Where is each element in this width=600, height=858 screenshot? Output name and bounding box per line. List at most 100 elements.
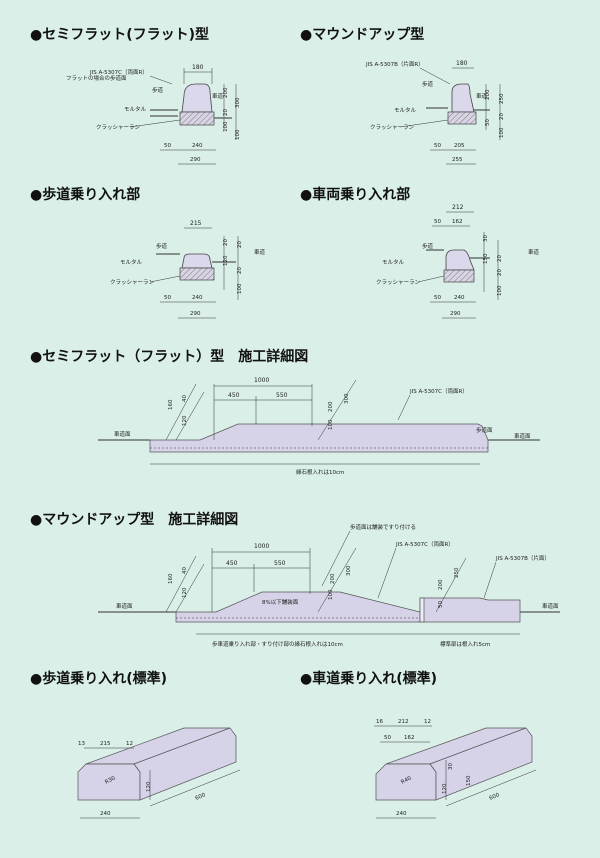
dim-50-h: 50 bbox=[384, 735, 391, 741]
dim-100-d: 100 bbox=[237, 283, 243, 294]
mound-up-slab bbox=[175, 591, 421, 623]
dim-250-c: 250 bbox=[454, 567, 460, 578]
detail-note-b: 標準部は根入れ5cm bbox=[440, 640, 490, 648]
roadway-label-a: 車道 bbox=[212, 92, 224, 100]
semi-flat-curb bbox=[181, 83, 213, 113]
dim-120-d: 120 bbox=[146, 781, 152, 792]
dim-100-c: 100 bbox=[499, 127, 505, 138]
dim-1000-a: 1000 bbox=[254, 377, 269, 384]
dim-12-a: 12 bbox=[126, 741, 133, 747]
dim-215-b: 215 bbox=[100, 741, 111, 747]
sidewalk-block-side bbox=[133, 727, 237, 801]
dim-50-e: 50 bbox=[434, 219, 441, 225]
r40-label: R40 bbox=[400, 775, 413, 786]
dim-50-b: 50 bbox=[485, 119, 491, 126]
mound-up-curb bbox=[451, 83, 475, 113]
crusher-run-label-d: クラッシャーラン bbox=[376, 279, 421, 286]
dim-150-a: 150 bbox=[483, 253, 489, 264]
dim-300-a: 300 bbox=[235, 97, 241, 108]
dim-300-c: 300 bbox=[346, 565, 352, 576]
sidewalk-entry-curb bbox=[181, 253, 213, 269]
dim-50-g: 50 bbox=[438, 601, 444, 608]
mortar-label-c: モルタル bbox=[120, 258, 143, 266]
dim-180-a: 180 bbox=[192, 64, 204, 71]
dim-200-c: 200 bbox=[328, 401, 334, 412]
crusher-run-label-c: クラッシャーラン bbox=[110, 279, 155, 286]
dim-205: 205 bbox=[454, 143, 465, 149]
mound-up-side-slab bbox=[419, 597, 521, 623]
dim-100-a: 100 bbox=[223, 121, 229, 132]
dim-13-a: 13 bbox=[78, 741, 85, 747]
dim-150-b: 150 bbox=[466, 775, 472, 786]
dim-450-b: 450 bbox=[226, 560, 238, 567]
semi-flat-section: 180 JIS A-5307C（両面R） フラットの場合の歩道面 歩道 車道 モ… bbox=[66, 64, 241, 165]
dim-20-g: 20 bbox=[497, 269, 503, 276]
sidewalk-label-b: 歩道 bbox=[422, 80, 434, 88]
dim-550-b: 550 bbox=[274, 560, 286, 567]
dim-240-d: 240 bbox=[100, 811, 111, 817]
sidewalk-label-c: 歩道 bbox=[156, 242, 168, 250]
dim-40-a: 40 bbox=[182, 395, 188, 402]
road-surface-a: 車道面 bbox=[114, 430, 131, 438]
dim-120-a: 120 bbox=[223, 255, 229, 266]
dim-40-b: 40 bbox=[182, 567, 188, 574]
crusher-run-label-b: クラッシャーラン bbox=[370, 124, 415, 131]
dim-240-a: 240 bbox=[192, 143, 203, 149]
jis-b-label-b: JIS A-5307B（片面） bbox=[495, 554, 550, 562]
dim-162-b: 162 bbox=[404, 735, 415, 741]
dim-20-d: 20 bbox=[237, 241, 243, 248]
title-semi-flat-detail: ●セミフラット（フラット）型 施工詳細図 bbox=[30, 349, 309, 365]
jis-c-label-b: JIS A-5307C（両面R） bbox=[409, 388, 468, 395]
roadway-label-c: 車道 bbox=[254, 248, 266, 256]
roadway-label-b: 車道 bbox=[476, 92, 488, 100]
dim-250-b: 250 bbox=[499, 93, 505, 104]
dim-215: 215 bbox=[190, 220, 202, 227]
dim-50-f: 50 bbox=[434, 295, 441, 301]
mound-up-section: 180 JIS A-5307B（片面R） 歩道 車道 モルタル クラッシャーラン… bbox=[365, 60, 505, 165]
dim-160-a: 160 bbox=[168, 399, 174, 410]
dim-120-c: 120 bbox=[182, 587, 188, 598]
dim-212-a: 212 bbox=[452, 204, 464, 211]
title-vehicle-entry-std: ●車道乗り入れ(標準) bbox=[300, 671, 438, 687]
dim-100-g: 100 bbox=[328, 589, 334, 600]
vehicle-entry-section: 212 50 162 歩道 車道 モルタル クラッシャーラン 30 150 20… bbox=[376, 204, 540, 319]
jis-b-label-a: JIS A-5307B（片面R） bbox=[365, 60, 424, 68]
title-semi-flat: ●セミフラット(フラット)型 bbox=[30, 27, 210, 43]
paving-note: 歩道面は舗装ですり付ける bbox=[350, 523, 416, 531]
dim-100-f: 100 bbox=[328, 419, 334, 430]
jis-c-label-c: JIS A-5307C（両面R） bbox=[395, 541, 454, 548]
dim-120-e: 120 bbox=[442, 783, 448, 794]
crusher-run-label-a: クラッシャーラン bbox=[96, 124, 141, 131]
dim-240-b: 240 bbox=[192, 295, 203, 301]
detail-note-a: 歩車道乗り入れ部・すり付け部の縁石根入れは10cm bbox=[212, 640, 343, 648]
road-surface-b: 車道面 bbox=[514, 432, 531, 440]
mortar-label-d: モルタル bbox=[382, 258, 405, 266]
dim-50-c: 50 bbox=[434, 143, 441, 149]
dim-16: 16 bbox=[376, 719, 383, 725]
sidewalk-entry-3d: 13 215 12 240 R30 120 600 bbox=[77, 727, 241, 819]
title-sidewalk-entry: ●歩道乗り入れ部 bbox=[30, 187, 141, 203]
sidewalk-surface-a: 歩道面 bbox=[476, 426, 493, 434]
road-surface-c: 車道面 bbox=[116, 602, 133, 610]
sidewalk-label-a: 歩道 bbox=[152, 86, 164, 94]
mortar-label-a: モルタル bbox=[124, 105, 147, 113]
roadway-label-d: 車道 bbox=[528, 248, 540, 256]
dim-300-b: 300 bbox=[344, 393, 350, 404]
dim-12-b: 12 bbox=[424, 719, 431, 725]
dim-290-a: 290 bbox=[190, 157, 201, 163]
dim-100-b: 100 bbox=[235, 129, 241, 140]
dim-20-f: 20 bbox=[497, 255, 503, 262]
title-vehicle-entry: ●車両乗り入れ部 bbox=[300, 187, 411, 203]
sidewalk-entry-section: 215 歩道 車道 モルタル クラッシャーラン 20 120 20 20 100… bbox=[110, 220, 266, 319]
dim-212-b: 212 bbox=[398, 719, 409, 725]
dim-120-b: 120 bbox=[182, 415, 188, 426]
dim-550-a: 550 bbox=[276, 392, 288, 399]
title-sidewalk-entry-std: ●歩道乗り入れ(標準) bbox=[30, 671, 168, 687]
title-mound-up-detail: ●マウンドアップ型 施工詳細図 bbox=[30, 512, 239, 528]
dim-30-a: 30 bbox=[483, 235, 489, 242]
dim-255: 255 bbox=[452, 157, 463, 163]
dim-240-e: 240 bbox=[396, 811, 407, 817]
dim-50-d: 50 bbox=[164, 295, 171, 301]
semi-flat-detail: 1000 450 550 160 40 120 100 200 300 JIS … bbox=[98, 377, 540, 476]
